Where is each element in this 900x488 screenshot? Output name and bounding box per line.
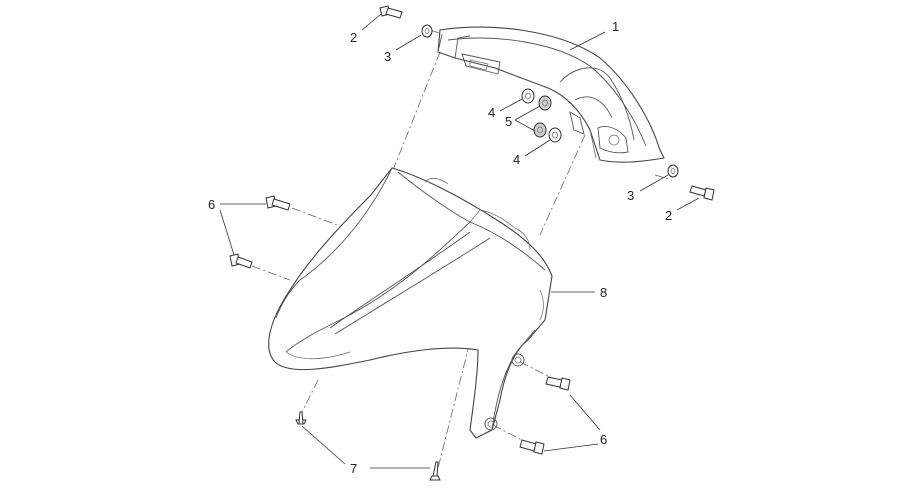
callout-label-6: 6 — [600, 432, 607, 447]
leader-lines — [219, 13, 700, 469]
upper-fender-part — [437, 26, 665, 163]
screw-2-right — [689, 185, 715, 201]
callout-label-8: 8 — [600, 285, 607, 300]
front-fender-part — [268, 167, 553, 439]
washers-4-5-lower — [533, 122, 562, 143]
washers-4-5-upper — [521, 88, 552, 111]
callout-label-5: 5 — [505, 114, 512, 129]
callout-labels: 1 2 3 4 5 4 3 2 6 8 6 7 — [208, 19, 672, 476]
callout-label-6: 6 — [208, 197, 215, 212]
washer-3-top — [421, 24, 433, 38]
screws-7 — [295, 411, 441, 481]
screws-6-left — [229, 195, 291, 269]
screw-2-top — [379, 5, 403, 19]
callout-label-2: 2 — [665, 208, 672, 223]
callout-label-7: 7 — [350, 461, 357, 476]
callout-label-3: 3 — [384, 49, 391, 64]
screws-6-right — [519, 376, 571, 455]
callout-label-2: 2 — [350, 30, 357, 45]
callout-label-1: 1 — [612, 19, 619, 34]
callout-label-4: 4 — [513, 152, 520, 167]
washer-3-right — [667, 164, 679, 178]
callout-label-3: 3 — [627, 188, 634, 203]
callout-label-4: 4 — [488, 105, 495, 120]
